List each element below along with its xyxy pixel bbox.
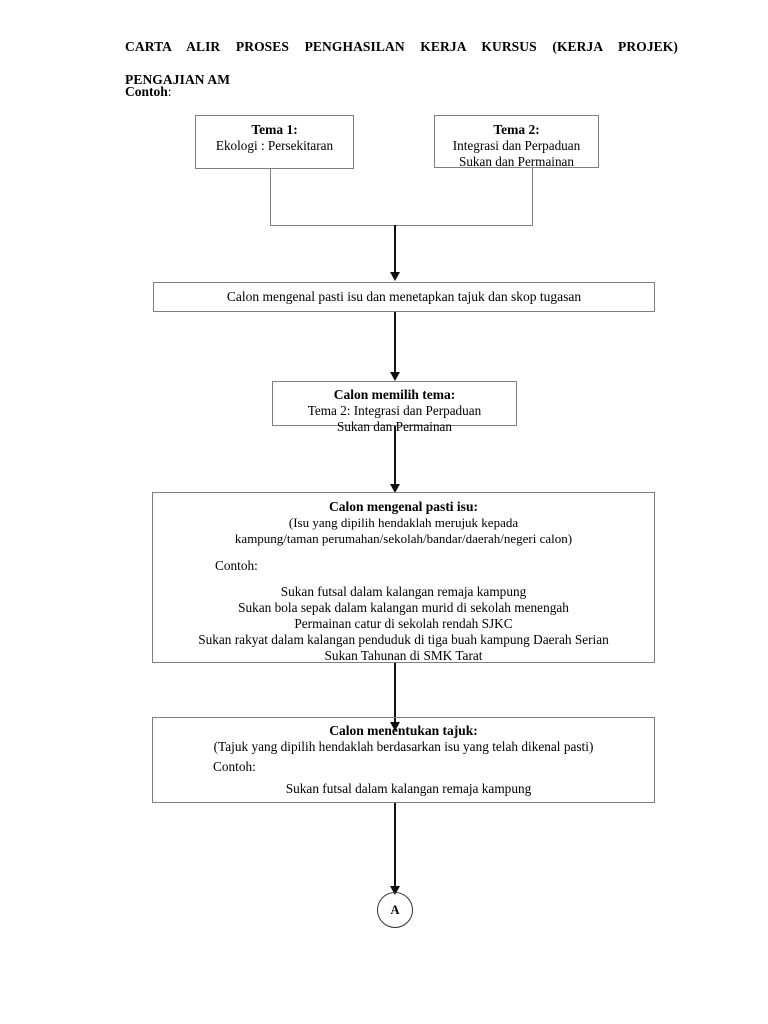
menentukan-tajuk-contoh-label: Contoh: [213, 758, 256, 774]
arrow-skop-to-memilih-tema [390, 312, 400, 381]
menentukan-tajuk-example: Sukan futsal dalam kalangan remaja kampu… [285, 780, 532, 796]
menentukan-tajuk-sub-1: (Tajuk yang dipilih hendaklah berdasarka… [213, 738, 594, 754]
list-item: Sukan Tahunan di SMK Tarat [324, 647, 483, 663]
list-item: Sukan rakyat dalam kalangan penduduk di … [198, 631, 609, 647]
kenalpasti-isu-list: Sukan futsal dalam kalangan remaja kampu… [153, 584, 654, 664]
page-title-line-1: CARTA ALIR PROSES PENGHASILAN KERJA KURS… [125, 39, 678, 54]
arrow-kenalpasti-isu-to-menentukan-tajuk [390, 663, 400, 731]
page-title: CARTA ALIR PROSES PENGHASILAN KERJA KURS… [125, 39, 678, 88]
flow-box-kenalpasti-isu: Calon mengenal pasti isu: (Isu yang dipi… [152, 492, 655, 663]
connector-line-tema2-down [532, 168, 533, 226]
memilih-tema-title: Calon memilih tema: [333, 387, 456, 402]
list-item: Sukan futsal dalam kalangan remaja kampu… [280, 584, 527, 600]
tema-1-line-1: Ekologi : Persekitaran [215, 137, 334, 153]
connector-line-tema1-down [270, 169, 271, 226]
tema-2-title: Tema 2: [493, 122, 540, 137]
flow-box-skop-tugasan: Calon mengenal pasti isu dan menetapkan … [153, 282, 655, 312]
menentukan-tajuk-title: Calon menentukan tajuk: [329, 723, 478, 738]
contoh-label-text: Contoh [125, 84, 168, 99]
arrow-menentukan-tajuk-to-circle-a [390, 803, 400, 895]
connector-circle-a: A [377, 892, 413, 928]
page-title-line-2: PENGAJIAN AM [125, 71, 231, 87]
flow-box-tema-2: Tema 2: Integrasi dan Perpaduan Sukan da… [434, 115, 599, 169]
kenalpasti-isu-sub-1: (Isu yang dipilih hendaklah merujuk kepa… [288, 514, 519, 530]
contoh-label-colon: : [167, 84, 172, 99]
flow-box-menentukan-tajuk: Calon menentukan tajuk: (Tajuk yang dipi… [152, 717, 655, 803]
contoh-label: Contoh: [125, 84, 172, 100]
flow-box-tema-1: Tema 1: Ekologi : Persekitaran [195, 115, 354, 169]
flow-box-memilih-tema: Calon memilih tema: Tema 2: Integrasi da… [272, 381, 517, 434]
memilih-tema-line-1: Tema 2: Integrasi dan Perpaduan [307, 402, 482, 418]
connector-line-merge-horizontal [270, 225, 533, 226]
kenalpasti-isu-title: Calon mengenal pasti isu: [329, 499, 478, 514]
list-item: Permainan catur di sekolah rendah SJKC [294, 616, 513, 632]
kenalpasti-isu-sub-2: kampung/taman perumahan/sekolah/bandar/d… [234, 530, 573, 546]
skop-tugasan-text: Calon mengenal pasti isu dan menetapkan … [226, 289, 582, 304]
tema-1-title: Tema 1: [251, 122, 298, 137]
tema-2-line-1: Integrasi dan Perpaduan [452, 137, 581, 153]
tema-2-line-2: Sukan dan Permainan [459, 153, 574, 169]
arrow-merge-to-skop [390, 225, 400, 281]
arrow-memilih-tema-to-kenalpasti-isu [390, 426, 400, 493]
kenalpasti-isu-contoh-label: Contoh: [215, 558, 258, 574]
list-item: Sukan bola sepak dalam kalangan murid di… [238, 600, 569, 616]
